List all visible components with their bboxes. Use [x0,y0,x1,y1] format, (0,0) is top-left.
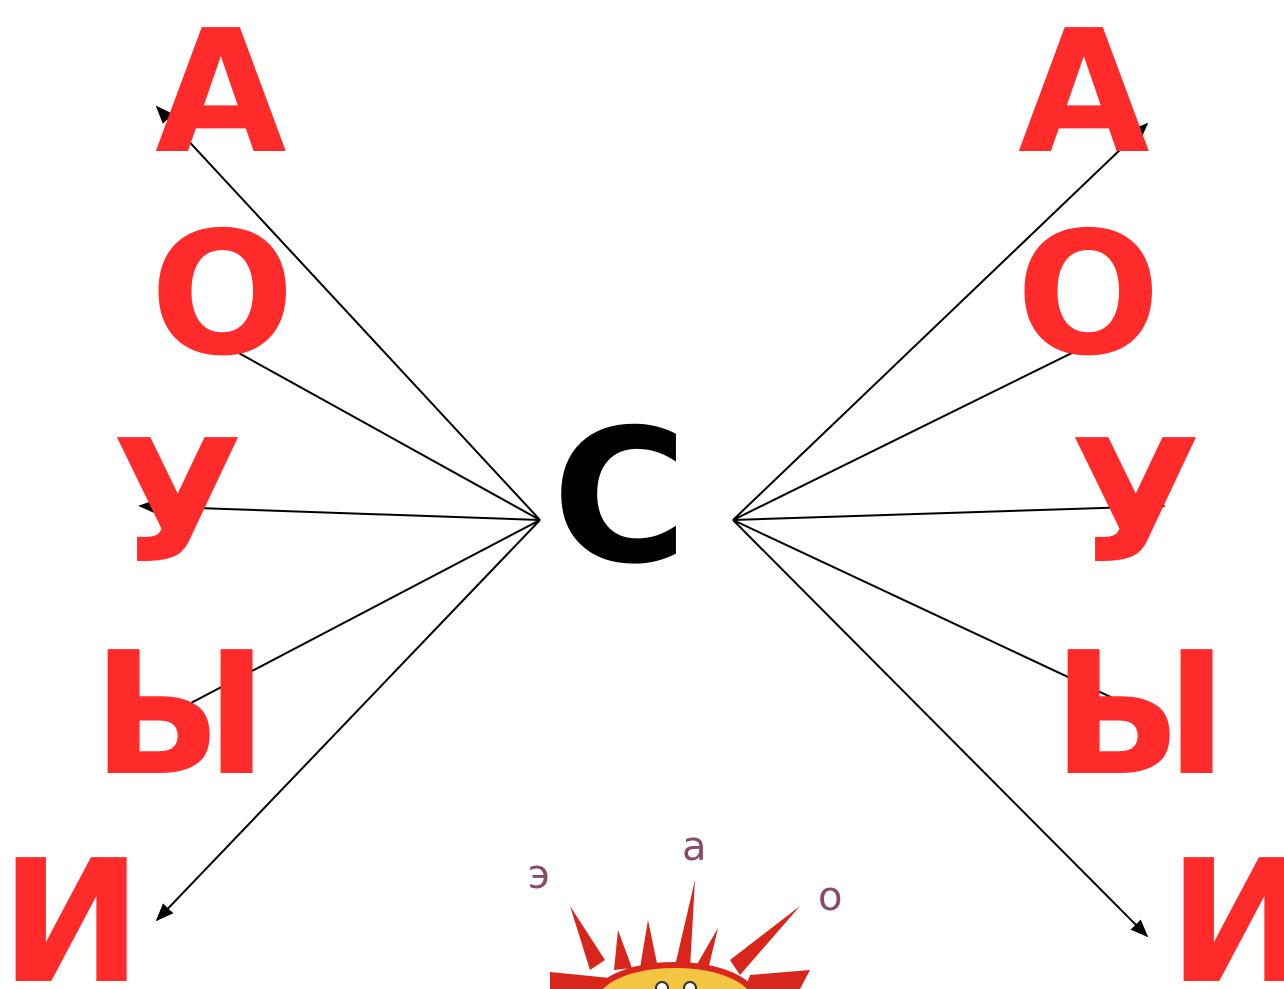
arrow-right-y [732,519,1149,715]
right-vowel-y: Ы [1052,616,1229,814]
left-vowel-u: У [112,404,244,602]
arrow-right-a [732,122,1149,521]
right-vowel-a: А [1018,0,1150,192]
sun-rays [550,880,810,989]
arrow-left-i [155,519,541,922]
left-vowel-a: А [155,0,287,192]
center-consonant: С [552,389,688,605]
arrow-right-u [732,499,1166,521]
arrow-left-o [170,315,541,521]
left-vowel-o: О [150,196,295,394]
right-vowel-u: У [1070,404,1202,602]
sun-face [595,962,755,989]
arrow-left-a [155,105,541,521]
sun-letter-e: э [528,852,550,898]
arrow-right-o [732,315,1149,521]
arrow-right-i [732,519,1149,938]
sun-letter-a: а [682,824,707,870]
sun-eye [683,981,697,989]
sun-icon: э а о [528,824,842,989]
sun-eye [655,981,669,989]
left-vowel-y: Ы [92,616,269,814]
right-vowel-i: И [1168,824,1284,989]
arrow-left-y [168,519,541,715]
left-vowel-i: И [0,824,143,989]
sun-letter-o: о [818,874,842,920]
right-vowel-o: О [1016,196,1161,394]
arrow-left-u [138,499,541,521]
